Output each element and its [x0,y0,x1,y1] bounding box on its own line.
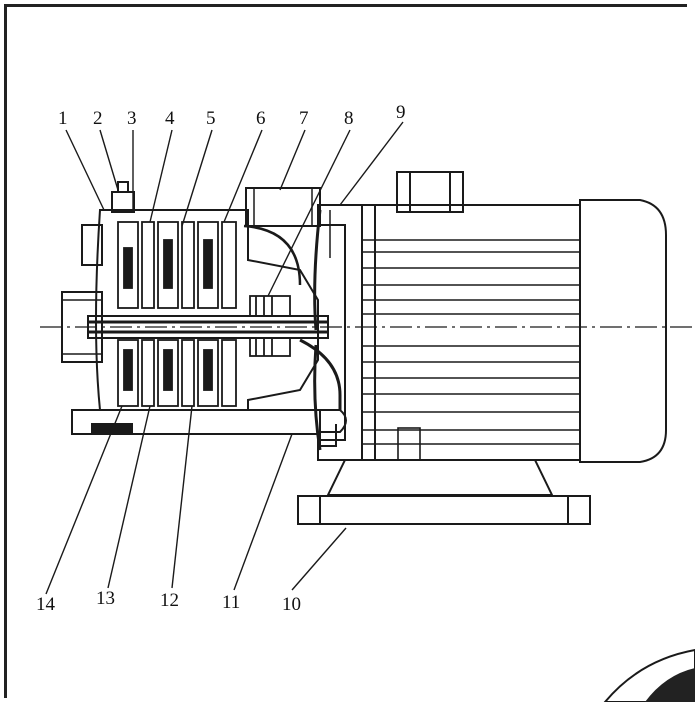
top-plug [111,181,135,213]
bracket [313,204,363,461]
callout-6: 6 [256,108,266,129]
callout-4: 4 [165,108,175,129]
mechanical-seal [249,295,291,357]
outlet-nozzle [243,187,321,286]
pump-casing [81,209,342,411]
motor-body [361,204,581,461]
callout-11: 11 [222,592,240,613]
callout-14: 14 [36,594,56,615]
impeller-stages-lower [117,339,237,407]
impeller-stages-upper [117,221,237,309]
motor-terminal-box [396,171,464,213]
motor-fan-cover [579,199,667,463]
callout-1: 1 [58,108,68,129]
corner-photo-fragment [603,648,695,702]
callout-labels: 1 2 3 4 5 6 7 8 9 10 11 12 13 14 [36,102,406,615]
leader-lines [45,121,404,595]
motor-mounting-base [297,427,591,525]
drawing-frame [4,4,687,698]
callout-10: 10 [282,594,301,615]
callout-12: 12 [160,590,179,611]
callout-2: 2 [93,108,103,129]
callout-9: 9 [396,102,406,123]
callout-7: 7 [299,108,309,129]
callout-8: 8 [344,108,354,129]
callout-3: 3 [127,108,137,129]
callout-13: 13 [96,588,115,609]
callout-5: 5 [206,108,216,129]
